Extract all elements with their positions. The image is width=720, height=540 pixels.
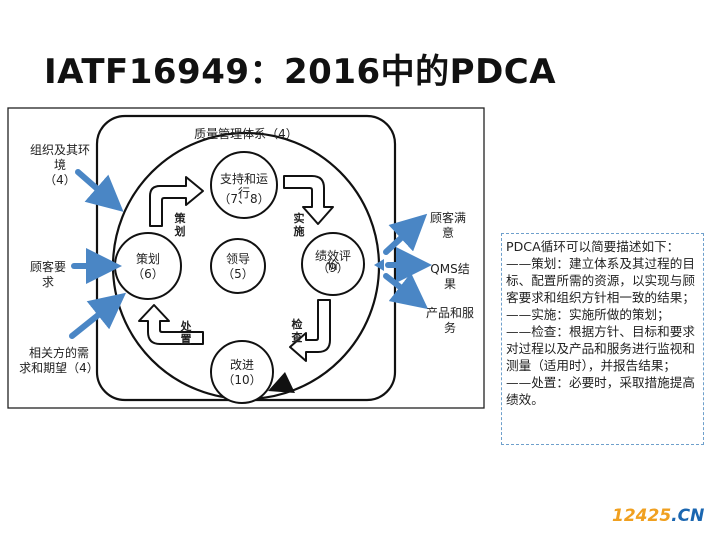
outer-frame — [7, 107, 485, 409]
support-node-label: 支持和运 行 （7、8） — [218, 172, 270, 206]
page-title: IATF16949：2016中的PDCA — [44, 52, 557, 92]
note-line: ——实施：实施所做的策划； — [506, 307, 670, 322]
qms-system-label: 质量管理体系（4） — [194, 127, 298, 141]
do-arrow — [283, 175, 334, 225]
products-arrow — [383, 272, 429, 310]
improvement-node-label: 改进 （10） — [222, 358, 262, 387]
check-arrow — [289, 299, 331, 362]
note-line: ——处置：必要时，采取措施提高绩效。 — [506, 375, 695, 407]
planning-node-label: 策划 （6） — [132, 252, 164, 281]
improvement-node — [210, 340, 274, 404]
note-line: PDCA循环可以简要描述如下： — [506, 239, 680, 254]
products-services-label: 产品和服 务 — [425, 306, 474, 335]
plan-arrow — [149, 176, 204, 227]
phase-plan-label: 策划 — [174, 212, 186, 238]
performance-node — [301, 232, 365, 296]
pdca-description-box: PDCA循环可以简要描述如下： ——策划：建立体系及其过程的目标、配置所需的资源… — [501, 233, 704, 445]
context-label: 组织及其环 境 （4） — [29, 143, 90, 187]
note-line: ——策划：建立体系及其过程的目标、配置所需的资源，以实现与顾客要求和组织方针相一… — [506, 256, 695, 305]
phase-do-label: 实施 — [293, 212, 305, 238]
interested-arrow — [69, 292, 127, 339]
context-arrow — [75, 169, 124, 212]
phase-act-label: 处置 — [180, 320, 192, 346]
customer-satisfaction-label: 顾客满 意 — [429, 211, 466, 240]
note-line: ——检查：根据方针、目标和要求对过程以及产品和服务进行监视和测量（适用时），并报… — [506, 324, 695, 373]
pointer-triangle — [268, 372, 295, 393]
phase-check-label: 检查 — [291, 318, 303, 344]
performance-node-label: 绩效评 价 （9） — [314, 249, 351, 275]
qms-results-label: QMS结 果 — [430, 262, 470, 291]
qms-arrow-back — [374, 259, 384, 271]
interested-parties-label: 相关方的需 求和期望（4） — [19, 346, 99, 375]
support-node — [210, 151, 278, 219]
satisfaction-arrow — [383, 213, 428, 255]
site-watermark: 12425.CN — [612, 506, 705, 526]
act-arrow — [138, 304, 204, 345]
customer-requirements-label: 顾客要 求 — [29, 260, 66, 289]
leadership-node-label: 领导 （5） — [222, 252, 254, 281]
leadership-node — [210, 238, 266, 294]
